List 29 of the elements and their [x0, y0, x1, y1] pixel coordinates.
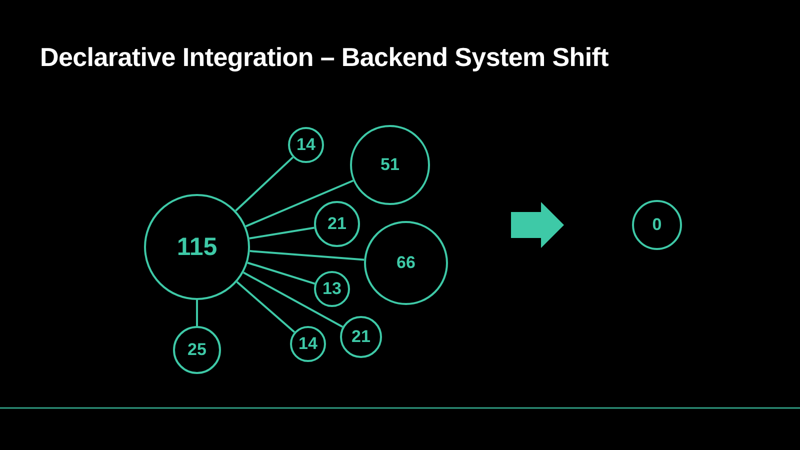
connector-line: [247, 262, 316, 285]
number-circle: [314, 271, 350, 307]
number-circle: [350, 125, 430, 205]
number-circle: [144, 194, 250, 300]
number-circle: [340, 316, 382, 358]
count-value: 21: [352, 327, 370, 347]
count-value: 25: [188, 340, 206, 360]
count-value: 14: [298, 334, 318, 354]
count-value: 66: [396, 253, 416, 273]
connector-line: [235, 156, 294, 212]
number-circle: [314, 201, 360, 247]
number-circle: [632, 200, 682, 250]
number-circle: [288, 127, 324, 163]
number-circle: [173, 326, 221, 374]
connector-line: [236, 281, 296, 333]
count-value: 115: [176, 232, 218, 262]
count-value: 14: [296, 135, 316, 155]
count-value: 13: [322, 279, 342, 299]
connector-line: [249, 226, 314, 240]
count-value: 51: [380, 155, 400, 175]
count-value: 21: [328, 214, 346, 234]
number-circle: [290, 326, 326, 362]
connector-line: [196, 300, 198, 326]
connector-line: [242, 272, 344, 328]
count-value: 0: [652, 215, 662, 235]
connector-line: [250, 250, 364, 261]
slide-title: Declarative Integration – Backend System Shift: [40, 42, 609, 73]
connector-line: [245, 180, 354, 228]
number-circle: [364, 221, 448, 305]
